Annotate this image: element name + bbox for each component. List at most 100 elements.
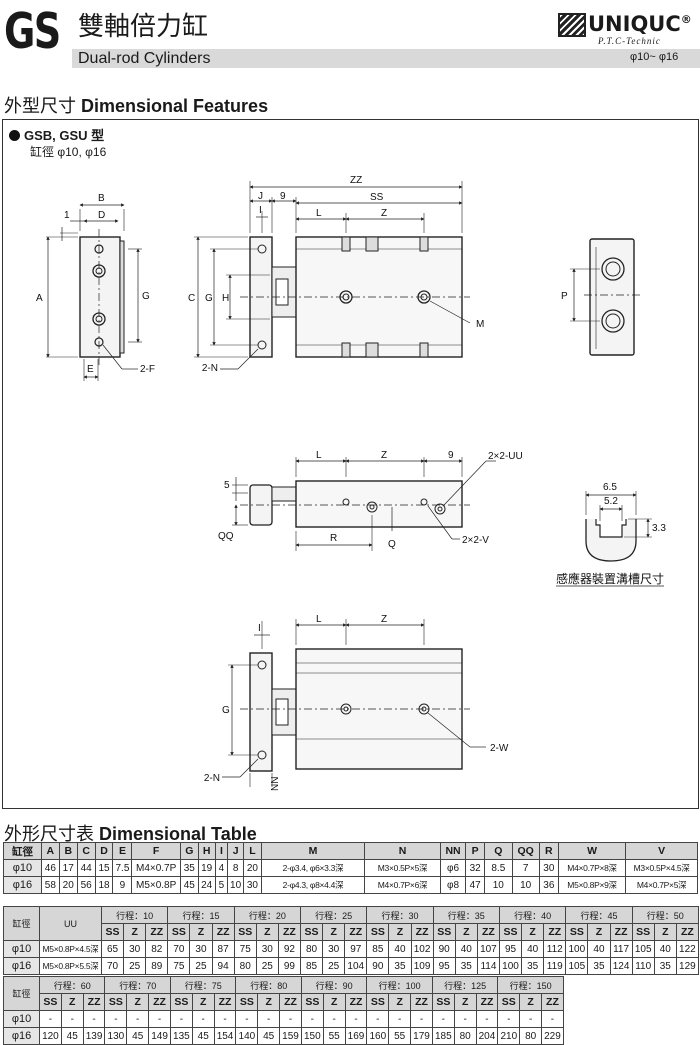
- table-cell: 80: [453, 1027, 477, 1045]
- column-header: 缸徑: [3, 976, 40, 1011]
- table-cell: 35: [454, 957, 478, 975]
- table-cell: 140: [235, 1027, 259, 1045]
- column-header: SS: [631, 923, 655, 941]
- column-header: Z: [60, 993, 84, 1011]
- dim-I2: I: [258, 623, 261, 634]
- column-header: UU: [39, 906, 102, 941]
- table-cell: 10: [227, 876, 244, 894]
- table-cell: -: [322, 1010, 346, 1028]
- row-header: φ16: [3, 957, 40, 975]
- dim-2N: 2-N: [202, 363, 218, 374]
- table-cell: 2-φ3.4, φ6×3.3深: [260, 859, 366, 877]
- table-cell: 5: [214, 876, 229, 894]
- table-cell: 95: [432, 957, 456, 975]
- table-cell: 82: [145, 940, 169, 958]
- stroke-header-cell: 行程：50: [631, 906, 699, 924]
- table-cell: 30: [123, 940, 147, 958]
- column-header: G: [179, 842, 199, 860]
- table-cell: 210: [497, 1027, 521, 1045]
- brand-name: UNIQUC®: [588, 12, 692, 36]
- table-cell: 44: [76, 859, 96, 877]
- end-view-right: [570, 238, 642, 356]
- dim-C: C: [188, 293, 195, 304]
- table-cell: M4×0.7P×5深: [625, 876, 698, 894]
- column-header: ZZ: [279, 993, 302, 1011]
- table-cell: 100: [498, 957, 523, 975]
- column-header: SS: [299, 923, 324, 941]
- dim-3.3: 3.3: [652, 523, 666, 534]
- dim-H: H: [222, 293, 229, 304]
- table-cell: 80: [519, 1027, 543, 1045]
- dim-9: 9: [280, 191, 286, 202]
- stroke-header-cell: 行程：20: [233, 906, 301, 924]
- dim-Z2: Z: [381, 450, 387, 461]
- column-header: SS: [233, 923, 257, 941]
- column-header: E: [112, 842, 133, 860]
- side-view: [232, 457, 496, 551]
- table-cell: -: [497, 1010, 521, 1028]
- column-header: A: [40, 842, 60, 860]
- column-header: ZZ: [410, 993, 433, 1011]
- table-cell: 124: [609, 957, 633, 975]
- column-header: SS: [167, 923, 191, 941]
- drawing-frame: [2, 119, 699, 809]
- stroke-header-cell: 行程：80: [235, 976, 302, 994]
- column-header: ZZ: [145, 923, 169, 941]
- table-cell: -: [82, 1010, 106, 1028]
- stroke-header-cell: 行程：150: [497, 976, 564, 994]
- table-cell: 169: [344, 1027, 368, 1045]
- table-cell: 117: [609, 940, 633, 958]
- table-cell: 89: [145, 957, 169, 975]
- model-label: GSB, GSU 型: [9, 125, 104, 144]
- table-cell: 107: [476, 940, 500, 958]
- stroke-header-cell: 行程：90: [300, 976, 368, 994]
- table-cell: 149: [148, 1027, 171, 1045]
- column-header: N: [364, 842, 441, 860]
- row-header: φ16: [3, 1027, 40, 1045]
- table-cell: -: [148, 1010, 171, 1028]
- dim-5.2: 5.2: [604, 496, 618, 507]
- column-header: W: [557, 842, 627, 860]
- table-cell: 120: [39, 1027, 62, 1045]
- table-cell: 109: [410, 957, 434, 975]
- table-cell: 30: [243, 876, 262, 894]
- table-cell: 92: [277, 940, 301, 958]
- table-cell: 35: [179, 859, 199, 877]
- dim-2N2: 2-N: [204, 773, 220, 784]
- table-cell: φ6: [439, 859, 467, 877]
- title-band: [72, 49, 700, 68]
- table-cell: 35: [521, 957, 545, 975]
- column-header: J: [227, 842, 244, 860]
- table-cell: 25: [123, 957, 147, 975]
- column-header: M: [260, 842, 366, 860]
- column-header: ZZ: [609, 923, 633, 941]
- dim-A: A: [36, 293, 43, 304]
- table-cell: 112: [543, 940, 567, 958]
- table-cell: 55: [388, 1027, 412, 1045]
- table-cell: 7.5: [112, 859, 133, 877]
- table-cell: 8.5: [484, 859, 513, 877]
- dim-6.5: 6.5: [603, 482, 617, 493]
- column-header: L: [243, 842, 262, 860]
- column-header: Z: [255, 923, 279, 941]
- dim-ZZ: ZZ: [350, 175, 362, 186]
- table-cell: M5×0.8P×9深: [557, 876, 627, 894]
- table-cell: 45: [257, 1027, 281, 1045]
- column-header: QQ: [511, 842, 540, 860]
- row-header: φ10: [3, 940, 40, 958]
- column-header: Q: [484, 842, 513, 860]
- table-cell: 85: [366, 940, 390, 958]
- table-cell: 36: [538, 876, 559, 894]
- column-header: ZZ: [475, 993, 499, 1011]
- table-cell: -: [60, 1010, 84, 1028]
- section-dimensional-features: 外型尺寸 Dimensional Features: [4, 96, 269, 116]
- stroke-header-cell: 行程：75: [169, 976, 237, 994]
- table-cell: -: [191, 1010, 215, 1028]
- dim-G2: G: [205, 293, 213, 304]
- column-header: Z: [587, 923, 611, 941]
- table-cell: 85: [299, 957, 324, 975]
- column-header: ZZ: [344, 923, 368, 941]
